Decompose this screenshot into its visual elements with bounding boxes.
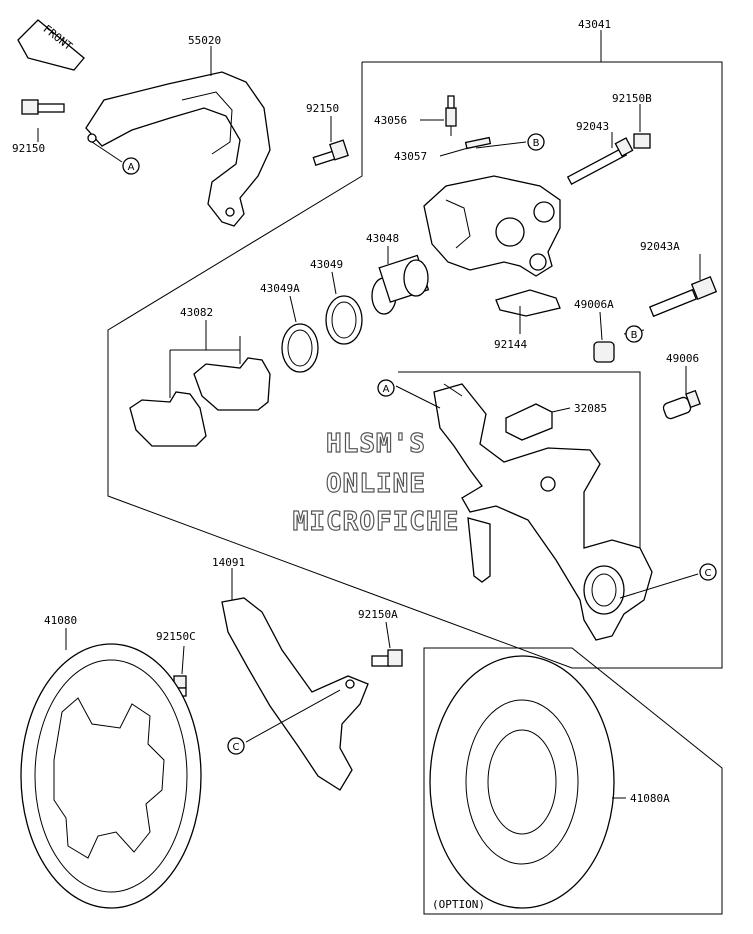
callout-49006A: 49006A <box>574 298 614 311</box>
ref-A1-label: A <box>128 162 135 173</box>
bolt-92150-mid-icon <box>312 139 349 167</box>
ref-marker-C2: C <box>227 737 245 755</box>
seal-43049A-icon <box>281 323 319 373</box>
assembly-outline-43041 <box>107 61 723 669</box>
watermark-line1: HLSM'S <box>326 429 426 459</box>
disc-guard-14091 <box>221 597 369 791</box>
bleeder-cap-43057-icon <box>464 136 492 150</box>
seal-43049-icon <box>325 295 363 345</box>
ref-B1-label: B <box>533 138 540 149</box>
callout-92043: 92043 <box>576 120 609 133</box>
brake-pads-43082 <box>129 357 271 447</box>
callout-92144: 92144 <box>494 338 527 351</box>
bolt-92150-left-icon <box>21 99 65 115</box>
callout-43041: 43041 <box>578 18 611 31</box>
ref-B2-label: B <box>631 330 638 341</box>
ref-marker-C1: C <box>699 563 717 581</box>
callout-49006: 49006 <box>666 352 699 365</box>
boot-49006-icon <box>662 389 701 420</box>
callout-32085: 32085 <box>574 402 607 415</box>
callout-43049A: 43049A <box>260 282 300 295</box>
callout-43057: 43057 <box>394 150 427 163</box>
front-arrow-icon: FRONT <box>17 19 85 71</box>
bleeder-valve-43056-icon <box>445 95 457 136</box>
pad-retainer-32085-icon <box>505 403 553 441</box>
callout-43048: 43048 <box>366 232 399 245</box>
ref-marker-A1: A <box>122 157 140 175</box>
watermark-line2: ONLINE <box>326 469 426 499</box>
bolt-92150A-icon <box>371 649 403 667</box>
bracket-inner-outline <box>398 371 641 560</box>
option-label: (OPTION) <box>432 898 485 911</box>
watermark-line3: MICROFICHE <box>293 507 460 537</box>
callout-92043A: 92043A <box>640 240 680 253</box>
callout-55020: 55020 <box>188 34 221 47</box>
brake-disc-41080 <box>20 643 202 909</box>
callout-41080: 41080 <box>44 614 77 627</box>
callout-92150B: 92150B <box>612 92 652 105</box>
callout-41080A: 41080A <box>630 792 670 805</box>
brake-disc-41080A <box>429 655 615 909</box>
caliper-bracket <box>433 383 653 641</box>
piston-43048-icon <box>371 254 430 315</box>
callout-92150-mid: 92150 <box>306 102 339 115</box>
caliper-guard-55020 <box>85 71 271 227</box>
callout-92150A: 92150A <box>358 608 398 621</box>
callout-92150-left: 92150 <box>12 142 45 155</box>
ref-marker-B2: B <box>625 325 643 343</box>
callout-43056: 43056 <box>374 114 407 127</box>
boot-49006A-icon <box>593 341 615 363</box>
callout-43082: 43082 <box>180 306 213 319</box>
ref-A2-label: A <box>383 384 390 395</box>
option-outline-41080A <box>423 647 723 915</box>
ref-marker-B1: B <box>527 133 545 151</box>
caliper-body <box>423 175 561 277</box>
callout-92150C: 92150C <box>156 630 196 643</box>
ref-marker-A2: A <box>377 379 395 397</box>
pin-92043-icon <box>566 137 634 185</box>
plug-92150B-icon <box>633 133 651 149</box>
callout-43049: 43049 <box>310 258 343 271</box>
watermark: HLSM'S ONLINE MICROFICHE <box>292 428 460 537</box>
pin-92043A-icon <box>648 275 718 318</box>
pad-spring-92144-icon <box>495 289 561 317</box>
ref-C2-label: C <box>233 742 240 753</box>
callout-14091: 14091 <box>212 556 245 569</box>
ref-C1-label: C <box>705 568 712 579</box>
